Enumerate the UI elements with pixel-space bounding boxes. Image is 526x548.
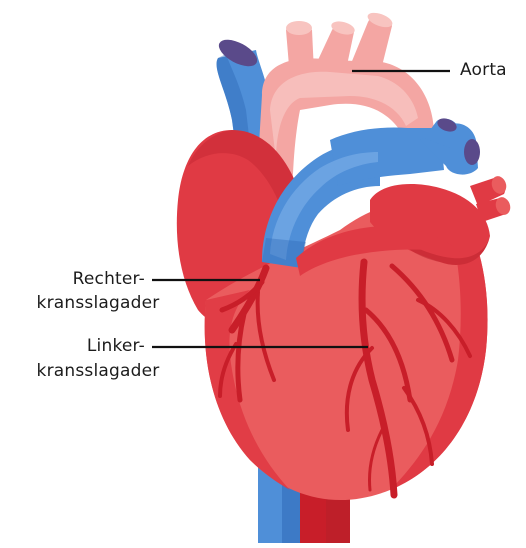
right-coronary-label-line1: Rechter- (0, 269, 145, 290)
aorta-label: Aorta (460, 60, 507, 81)
left-coronary-label-line1: Linker- (0, 336, 145, 357)
pulmonary-artery-right-opening (464, 139, 480, 165)
left-coronary-label-line2: kransslagader (28, 361, 168, 382)
right-coronary-label-line2: kransslagader (28, 293, 168, 314)
right-coronary-label: Rechter- (0, 269, 145, 290)
left-coronary-label: Linker- (0, 336, 145, 357)
aorta-branch-1-top (286, 21, 312, 35)
